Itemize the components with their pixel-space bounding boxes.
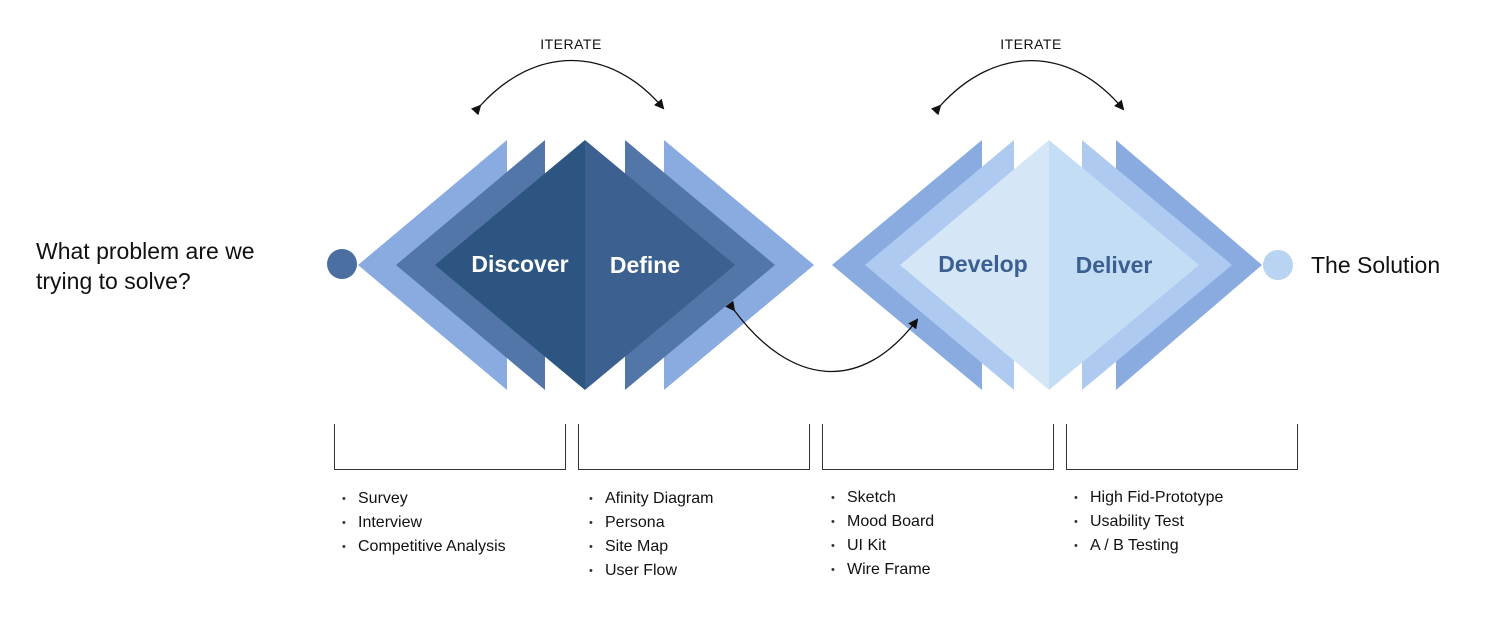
iterate-right-label: ITERATE — [1000, 36, 1062, 52]
end-dot — [1263, 250, 1293, 280]
list-item: UI Kit — [823, 534, 934, 558]
list-item: Site Map — [581, 535, 713, 559]
solution-label: The Solution — [1311, 252, 1441, 278]
left-diamond — [358, 140, 814, 390]
phase-deliver-label: Deliver — [1075, 252, 1153, 278]
bracket-deliver — [1066, 424, 1298, 470]
list-item: Competitive Analysis — [334, 535, 506, 559]
phase-develop-label: Develop — [938, 251, 1028, 277]
develop-methods-list: SketchMood BoardUI KitWire Frame — [823, 486, 934, 582]
define-methods-list: Afinity DiagramPersonaSite MapUser Flow — [581, 487, 713, 583]
list-item: Interview — [334, 511, 506, 535]
right-diamond-core-left — [900, 140, 1049, 390]
iterate-right-arrow — [930, 59, 1125, 116]
phase-discover-label: Discover — [471, 251, 569, 277]
phase-define-label: Define — [609, 252, 681, 278]
right-diamond-core-right — [1049, 140, 1199, 390]
deliver-methods-list: High Fid-PrototypeUsability TestA / B Te… — [1066, 486, 1223, 558]
start-dot — [327, 249, 357, 279]
list-item: High Fid-Prototype — [1066, 486, 1223, 510]
bracket-develop — [822, 424, 1054, 470]
left-diamond-core-right — [585, 140, 735, 390]
list-item: User Flow — [581, 559, 713, 583]
bracket-define — [578, 424, 810, 470]
discover-methods-list: SurveyInterviewCompetitive Analysis — [334, 487, 506, 559]
left-diamond-core-left — [435, 140, 585, 390]
iterate-left-label: ITERATE — [540, 36, 602, 52]
list-item: Mood Board — [823, 510, 934, 534]
bracket-discover — [334, 424, 566, 470]
list-item: Afinity Diagram — [581, 487, 713, 511]
list-item: Survey — [334, 487, 506, 511]
iterate-left-arrow — [470, 59, 665, 116]
list-item: Usability Test — [1066, 510, 1223, 534]
list-item: A / B Testing — [1066, 534, 1223, 558]
list-item: Wire Frame — [823, 558, 934, 582]
connector-arrow — [725, 300, 919, 373]
list-item: Persona — [581, 511, 713, 535]
right-diamond — [832, 140, 1262, 390]
problem-question: What problem are we trying to solve? — [36, 238, 255, 294]
list-item: Sketch — [823, 486, 934, 510]
